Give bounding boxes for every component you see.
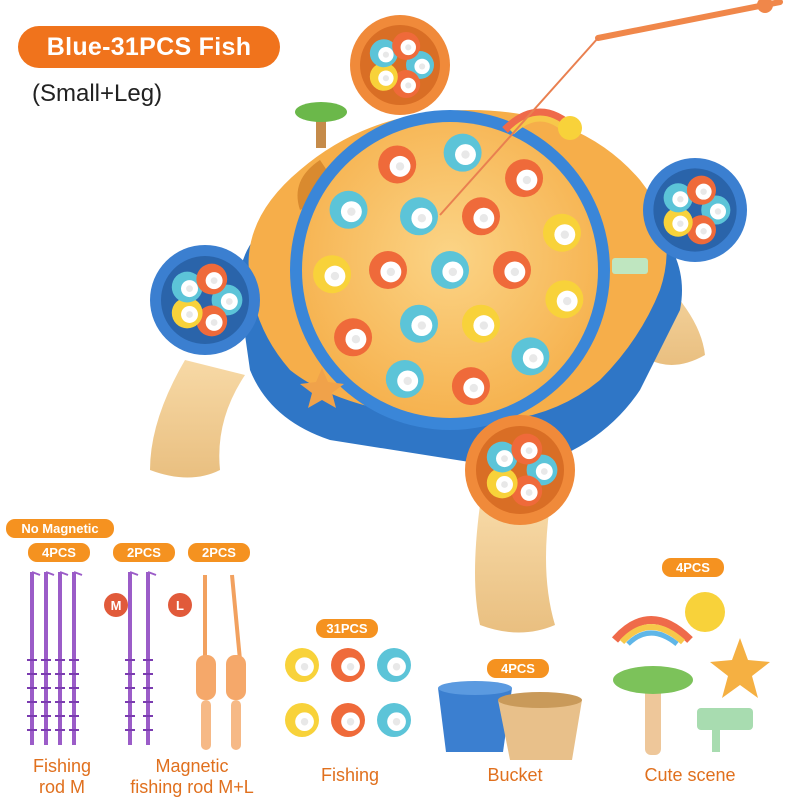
qty-tag-rods-l: 2PCS [188, 543, 250, 562]
toy-fish [663, 183, 693, 213]
caption-bucket: Bucket [487, 765, 543, 785]
toy-fish [196, 305, 228, 337]
toy-fish [400, 304, 438, 343]
accessory-fish-grid [285, 648, 411, 737]
title-badge: Blue-31PCS Fish [18, 26, 280, 68]
caption-fishing: Fishing [320, 765, 380, 785]
accessory-buckets [438, 681, 582, 760]
toy-fish [451, 367, 490, 406]
palm-tree-decor [295, 102, 347, 148]
toy-fish [313, 255, 352, 294]
toy-fish [486, 441, 518, 473]
toy-fish [331, 703, 365, 737]
buckets-on-table [150, 15, 747, 525]
toy-fish [486, 467, 518, 499]
size-badge-m: M [104, 593, 128, 617]
toy-fish [369, 62, 398, 91]
toy-fish [511, 337, 550, 376]
toy-fish [400, 197, 438, 236]
caption-line: rod M [38, 777, 85, 797]
toy-fish [196, 263, 228, 295]
toy-fish [334, 318, 373, 357]
toy-fish [377, 703, 411, 737]
caption-line: Magnetic [155, 756, 229, 776]
toy-fish [511, 433, 543, 465]
toy-fish [462, 197, 500, 236]
cute-scene-items [611, 592, 770, 755]
toy-fish [431, 251, 469, 289]
toy-fish [369, 39, 398, 68]
toy-fish [686, 175, 716, 205]
starfish-decor [300, 368, 344, 408]
fishing-rod-in-use [439, 0, 783, 216]
toy-fish [686, 215, 716, 245]
bucket [150, 245, 260, 355]
size-badge-l: L [168, 593, 192, 617]
subtitle: (Small+Leg) [32, 80, 163, 107]
qty-tag-bucket: 4PCS [487, 659, 549, 678]
no-magnetic-label: No Magnetic [6, 519, 114, 538]
magnetic-rods-l [196, 574, 246, 750]
qty-tag-rods-m: 2PCS [113, 543, 175, 562]
toy-fish [511, 475, 543, 507]
qty-tag-fish: 31PCS [316, 619, 378, 638]
toy-fish [171, 271, 203, 303]
caption-fishing-rod-m: Fishing rod M [14, 756, 110, 798]
toy-fish [392, 31, 421, 60]
toy-fish [331, 648, 365, 682]
qty-tag-rods-nomag: 4PCS [28, 543, 90, 562]
caption-line: fishing rod M+L [130, 777, 254, 797]
toy-fish [369, 251, 407, 289]
pond-fish [313, 133, 584, 406]
sign-decor [612, 258, 648, 274]
toy-fish [171, 297, 203, 329]
toy-fish [443, 133, 482, 172]
no-magnetic-rods [27, 571, 83, 745]
toy-fish [505, 159, 544, 198]
toy-fish [377, 648, 411, 682]
toy-fish [542, 213, 581, 252]
toy-fish [545, 280, 584, 319]
toy-fish [285, 648, 319, 682]
magnetic-rods-m [125, 571, 157, 745]
toy-fish [392, 70, 421, 99]
toy-fish [663, 207, 693, 237]
toy-fish [329, 190, 368, 229]
toy-fish [385, 360, 424, 399]
bucket [643, 158, 747, 262]
bucket [350, 15, 450, 115]
qty-tag-scene: 4PCS [662, 558, 724, 577]
caption-magnetic-rods: Magnetic fishing rod M+L [112, 756, 272, 798]
toy-fish [378, 145, 417, 184]
toy-fish [462, 304, 500, 343]
caption-line: Fishing [32, 756, 92, 776]
toy-fish [285, 703, 319, 737]
caption-cute-scene: Cute scene [644, 765, 736, 785]
toy-fish [493, 251, 531, 289]
bucket [465, 415, 575, 525]
